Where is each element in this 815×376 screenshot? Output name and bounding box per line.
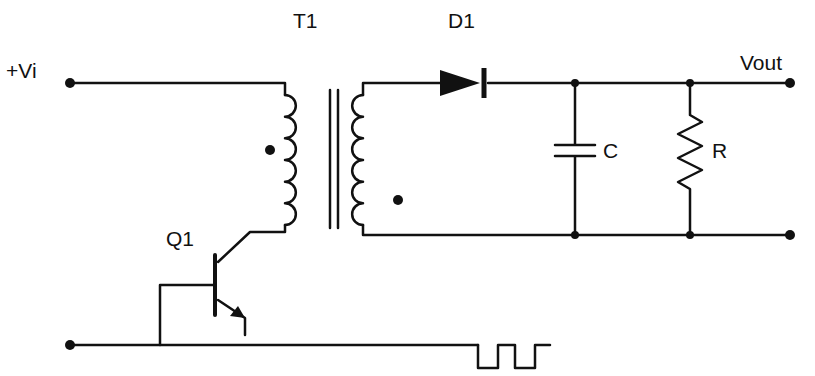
collector-wire <box>218 225 285 262</box>
emitter-arrow <box>230 306 245 318</box>
transistor-emitter <box>218 300 245 335</box>
junction <box>571 79 579 87</box>
part-label: C <box>603 140 618 161</box>
junction <box>686 231 694 239</box>
part-label: R <box>712 140 727 161</box>
pulse-waveform <box>478 345 550 368</box>
output-wire <box>488 82 790 85</box>
core-line <box>329 90 332 228</box>
polarity-dot <box>265 145 275 155</box>
polarity-dot <box>393 195 403 205</box>
part-label: +Vi <box>6 60 37 81</box>
part-label: Vout <box>740 52 782 73</box>
secondary-wire <box>363 83 440 95</box>
base-wire <box>160 285 215 345</box>
terminal <box>785 78 795 88</box>
terminal <box>65 78 75 88</box>
drive-wire <box>70 344 478 347</box>
input-wire <box>70 83 285 95</box>
part-label: T1 <box>293 10 318 31</box>
terminal <box>785 230 795 240</box>
secondary-winding <box>352 95 363 225</box>
resistor-symbol <box>678 83 702 235</box>
primary-winding <box>285 95 296 225</box>
terminal <box>65 340 75 350</box>
core-line <box>337 90 340 228</box>
part-label: Q1 <box>166 228 194 249</box>
diode-bar <box>482 68 487 98</box>
diode-symbol <box>440 70 480 96</box>
junction <box>686 79 694 87</box>
junction <box>571 231 579 239</box>
part-label: D1 <box>448 10 475 31</box>
capacitor-symbol <box>555 83 595 235</box>
